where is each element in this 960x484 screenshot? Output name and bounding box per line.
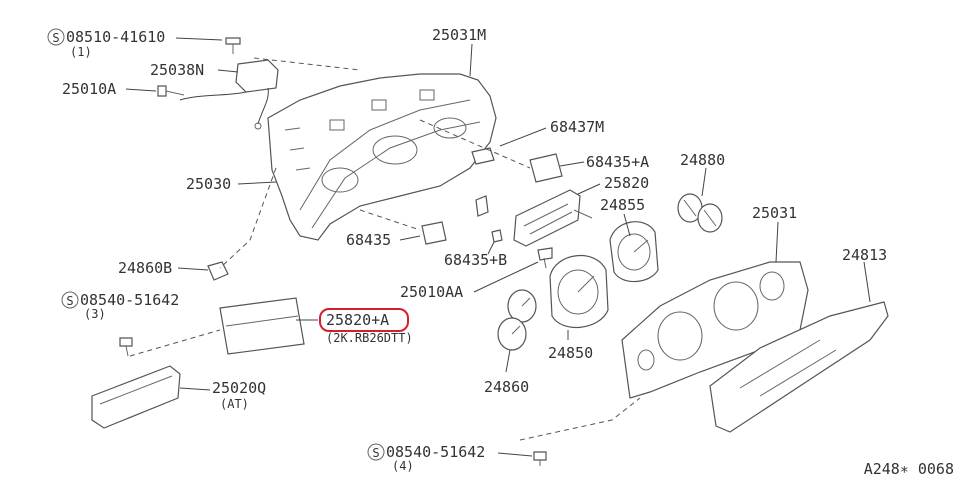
leader-24860 — [505, 349, 511, 373]
plate-68435a — [529, 153, 563, 183]
label-25020q: 25020Q — [212, 379, 266, 397]
leader-25038n — [217, 69, 239, 73]
combination-unit-25820a — [219, 297, 305, 355]
screw-marker-mid-text: S — [66, 294, 73, 308]
screw-marker-top — [47, 28, 65, 46]
leader-25010aa — [473, 261, 539, 293]
label-68435a: 68435+A — [586, 153, 649, 171]
label-25010aa: 25010AA — [400, 283, 463, 301]
highlight-25820a — [319, 308, 409, 332]
leader-screw-bot — [497, 452, 533, 457]
cluster-lid-25031 — [621, 261, 809, 399]
unit-25020q — [91, 365, 181, 429]
leader-screw-top — [175, 37, 223, 41]
label-24850: 24850 — [548, 344, 593, 362]
label-25038n: 25038N — [150, 61, 204, 79]
screw-marker-mid — [61, 291, 79, 309]
footer-reference: A248∗ 0068 — [864, 460, 954, 478]
leader-25031m — [469, 43, 473, 77]
leader-68437m — [499, 127, 547, 147]
label-25820a: 25820+A — [326, 311, 389, 329]
circuit-board-25820 — [513, 189, 593, 247]
bulb-24860b-icon — [207, 261, 229, 281]
label-68435b: 68435+B — [444, 251, 507, 269]
bulb-68435b — [491, 229, 503, 243]
plate-68437m — [471, 147, 495, 165]
label-25020q-note: (AT) — [220, 397, 249, 411]
assembly-line-5 — [519, 397, 641, 441]
label-25031: 25031 — [752, 204, 797, 222]
label-25030: 25030 — [186, 175, 231, 193]
label-24880: 24880 — [680, 151, 725, 169]
plate-68435 — [421, 221, 447, 245]
label-screw-top-qty: (1) — [70, 45, 92, 59]
screw-marker-bot-text: S — [372, 446, 379, 460]
leader-24860b — [177, 267, 209, 271]
assembly-line-2 — [219, 167, 277, 269]
leader-25010a — [125, 88, 157, 92]
lens-24813 — [709, 301, 889, 433]
label-screw-bot-qty: (4) — [392, 459, 414, 473]
assembly-line-6 — [359, 209, 421, 231]
plate-small — [475, 195, 489, 217]
screw-marker-top-text: S — [52, 31, 59, 45]
gauge-24860 — [497, 289, 537, 351]
leader-25031 — [775, 221, 779, 263]
label-25820a-note: (2K.RB26DTT) — [326, 331, 413, 345]
label-24860b: 24860B — [118, 259, 172, 277]
leader-25020q — [179, 387, 211, 391]
gauge-24850 — [549, 255, 609, 329]
label-25820: 25820 — [604, 174, 649, 192]
screw-top-icon — [225, 37, 241, 54]
label-25031m: 25031M — [432, 26, 486, 44]
harness-connector — [179, 59, 279, 130]
label-24860: 24860 — [484, 378, 529, 396]
leader-25030 — [237, 181, 277, 185]
gauge-24880 — [677, 193, 723, 233]
leader-68435b — [487, 241, 495, 255]
leader-68435a — [559, 161, 585, 167]
label-screw-mid: 08540-51642 — [80, 291, 179, 309]
screw-mid-icon — [119, 337, 133, 357]
label-25010a: 25010A — [62, 80, 116, 98]
leader-24813 — [863, 261, 871, 303]
label-68435: 68435 — [346, 231, 391, 249]
bolt-25010a-icon — [157, 85, 185, 97]
label-screw-mid-qty: (3) — [84, 307, 106, 321]
label-24813: 24813 — [842, 246, 887, 264]
label-screw-bot: 08540-51642 — [386, 443, 485, 461]
screw-bottom-icon — [533, 451, 547, 466]
assembly-line-4 — [129, 329, 221, 357]
assembly-line-3 — [419, 119, 531, 169]
leader-24880 — [701, 167, 707, 197]
leader-68435 — [399, 235, 421, 241]
screw-marker-bot — [367, 443, 385, 461]
label-screw-top: 08510-41610 — [66, 28, 165, 46]
bulb-25010aa-icon — [537, 247, 553, 269]
label-24855: 24855 — [600, 196, 645, 214]
gauge-24855 — [609, 221, 659, 283]
leader-25820 — [577, 183, 601, 195]
leader-24855 — [623, 213, 631, 237]
instrument-housing — [267, 73, 497, 241]
label-68437m: 68437M — [550, 118, 604, 136]
